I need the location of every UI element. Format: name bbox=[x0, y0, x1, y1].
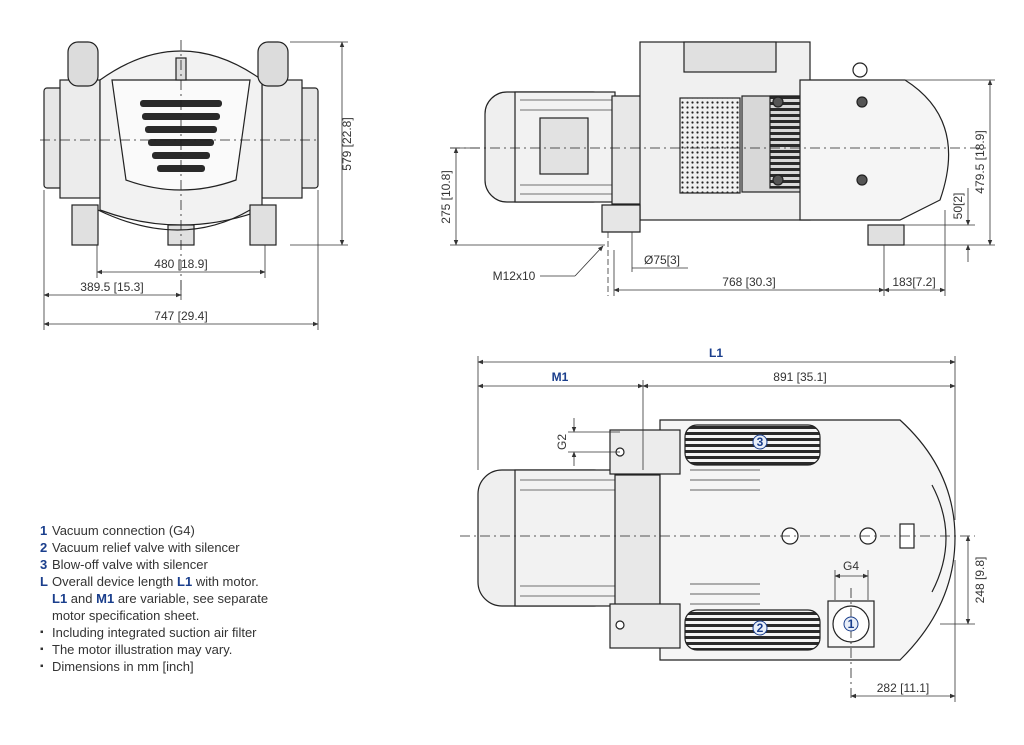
legend-item: 2 Vacuum relief valve with silencer bbox=[40, 540, 240, 555]
svg-text:3: 3 bbox=[757, 435, 764, 449]
legend-item: L1 and M1 are variable, see separate bbox=[52, 591, 269, 606]
front-height-label: 579 [22.8] bbox=[340, 117, 354, 170]
side-foot-height-label: 50[2] bbox=[951, 193, 965, 220]
side-flange-to-foot-label: 768 [30.3] bbox=[722, 275, 775, 289]
side-axis-height-label: 275 [10.8] bbox=[439, 170, 453, 223]
svg-text:2: 2 bbox=[757, 621, 764, 635]
top-dimensions bbox=[477, 356, 975, 702]
front-view bbox=[40, 40, 320, 300]
legend-item: ▪ Dimensions in mm [inch] bbox=[40, 659, 194, 674]
side-view bbox=[450, 41, 990, 246]
front-half-width-label: 389.5 [15.3] bbox=[80, 280, 143, 294]
top-conn-offset-label: 282 [11.1] bbox=[877, 681, 930, 695]
legend-item: ▪ The motor illustration may vary. bbox=[40, 642, 233, 657]
callout-1: 1 bbox=[843, 616, 859, 632]
side-foot-to-end-label: 183[7.2] bbox=[892, 275, 935, 289]
front-foot-spacing-label: 480 [18.9] bbox=[154, 257, 207, 271]
legend-item: 1 Vacuum connection (G4) bbox=[40, 523, 195, 538]
front-overall-width-label: 747 [29.4] bbox=[154, 309, 207, 323]
top-length-l1-label: L1 bbox=[709, 346, 723, 360]
svg-text:1: 1 bbox=[848, 617, 855, 631]
side-overall-height-label: 479.5 [18.9] bbox=[973, 130, 987, 193]
legend-item: ▪ Including integrated suction air filte… bbox=[40, 625, 257, 640]
top-g2-label: G2 bbox=[555, 434, 569, 450]
top-pump-length-label: 891 [35.1] bbox=[773, 370, 826, 384]
top-motor-m1-label: M1 bbox=[552, 370, 569, 384]
top-view bbox=[460, 419, 975, 700]
side-dimensions bbox=[450, 79, 995, 296]
top-conn-height-label: 248 [9.8] bbox=[973, 557, 987, 604]
callout-2: 2 bbox=[752, 620, 768, 636]
legend-item: L Overall device length L1 with motor. bbox=[40, 574, 259, 589]
callout-3: 3 bbox=[752, 434, 768, 450]
legend: 1 Vacuum connection (G4) 2 Vacuum relief… bbox=[40, 522, 340, 675]
side-thread-label: M12x10 bbox=[493, 269, 536, 283]
front-dimensions bbox=[43, 41, 348, 330]
legend-item: motor specification sheet. bbox=[52, 608, 200, 623]
side-bolt-circle-label: Ø75[3] bbox=[644, 253, 680, 267]
legend-item: 3 Blow-off valve with silencer bbox=[40, 557, 208, 572]
top-g4-label: G4 bbox=[843, 559, 859, 573]
